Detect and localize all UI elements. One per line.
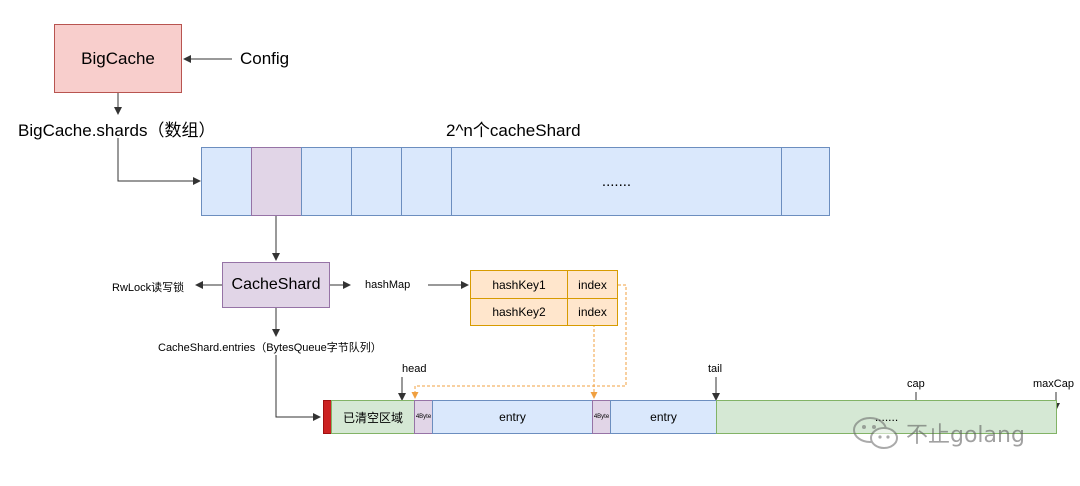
shard-cell bbox=[301, 147, 352, 216]
maxcap-label: maxCap bbox=[1033, 378, 1074, 390]
shard-cell-ellipsis: ....... bbox=[451, 147, 782, 216]
hashmap-key-cell: hashKey1 bbox=[470, 270, 568, 299]
shard-cell bbox=[401, 147, 452, 216]
entry-header: 4Byte bbox=[592, 400, 611, 434]
shards-label-to-array-arrow bbox=[117, 138, 201, 185]
watermark: 不止golang bbox=[852, 416, 1025, 450]
watermark-text: 不止golang bbox=[906, 423, 1025, 448]
hashmap-index-cell: index bbox=[567, 270, 618, 299]
index1-pointer bbox=[411, 284, 627, 399]
tail-label: tail bbox=[708, 363, 723, 375]
wechat-icon bbox=[853, 417, 898, 449]
entries-label: CacheShard.entries（BytesQueue字节队列） bbox=[158, 342, 382, 354]
shards-label: BigCache.shards（数组） bbox=[18, 121, 216, 140]
entry-header: 4Byte bbox=[414, 400, 433, 434]
cacheshard-box: CacheShard bbox=[222, 262, 330, 308]
bigcache-label: BigCache bbox=[81, 48, 155, 68]
entries-to-queue-arrow bbox=[275, 355, 321, 421]
bigcache-box: BigCache bbox=[54, 24, 182, 93]
shard-cell bbox=[781, 147, 830, 216]
shards-count-label: 2^n个cacheShard bbox=[446, 121, 581, 140]
rwlock-label: RwLock读写锁 bbox=[112, 282, 185, 294]
shard-cell-selected bbox=[251, 147, 302, 216]
hashmap-index-cell: index bbox=[567, 298, 618, 326]
shard-cell bbox=[201, 147, 252, 216]
entry-block: entry bbox=[610, 400, 717, 434]
cleared-region: 已清空区域 bbox=[331, 400, 415, 434]
shard-cell bbox=[351, 147, 402, 216]
hashmap-key-cell: hashKey2 bbox=[470, 298, 568, 326]
hashmap-label: hashMap bbox=[365, 279, 411, 291]
config-label: Config bbox=[240, 49, 290, 68]
cap-label: cap bbox=[907, 378, 925, 390]
cacheshard-label: CacheShard bbox=[231, 276, 321, 293]
entry-block: entry bbox=[432, 400, 593, 434]
head-label: head bbox=[402, 363, 427, 375]
